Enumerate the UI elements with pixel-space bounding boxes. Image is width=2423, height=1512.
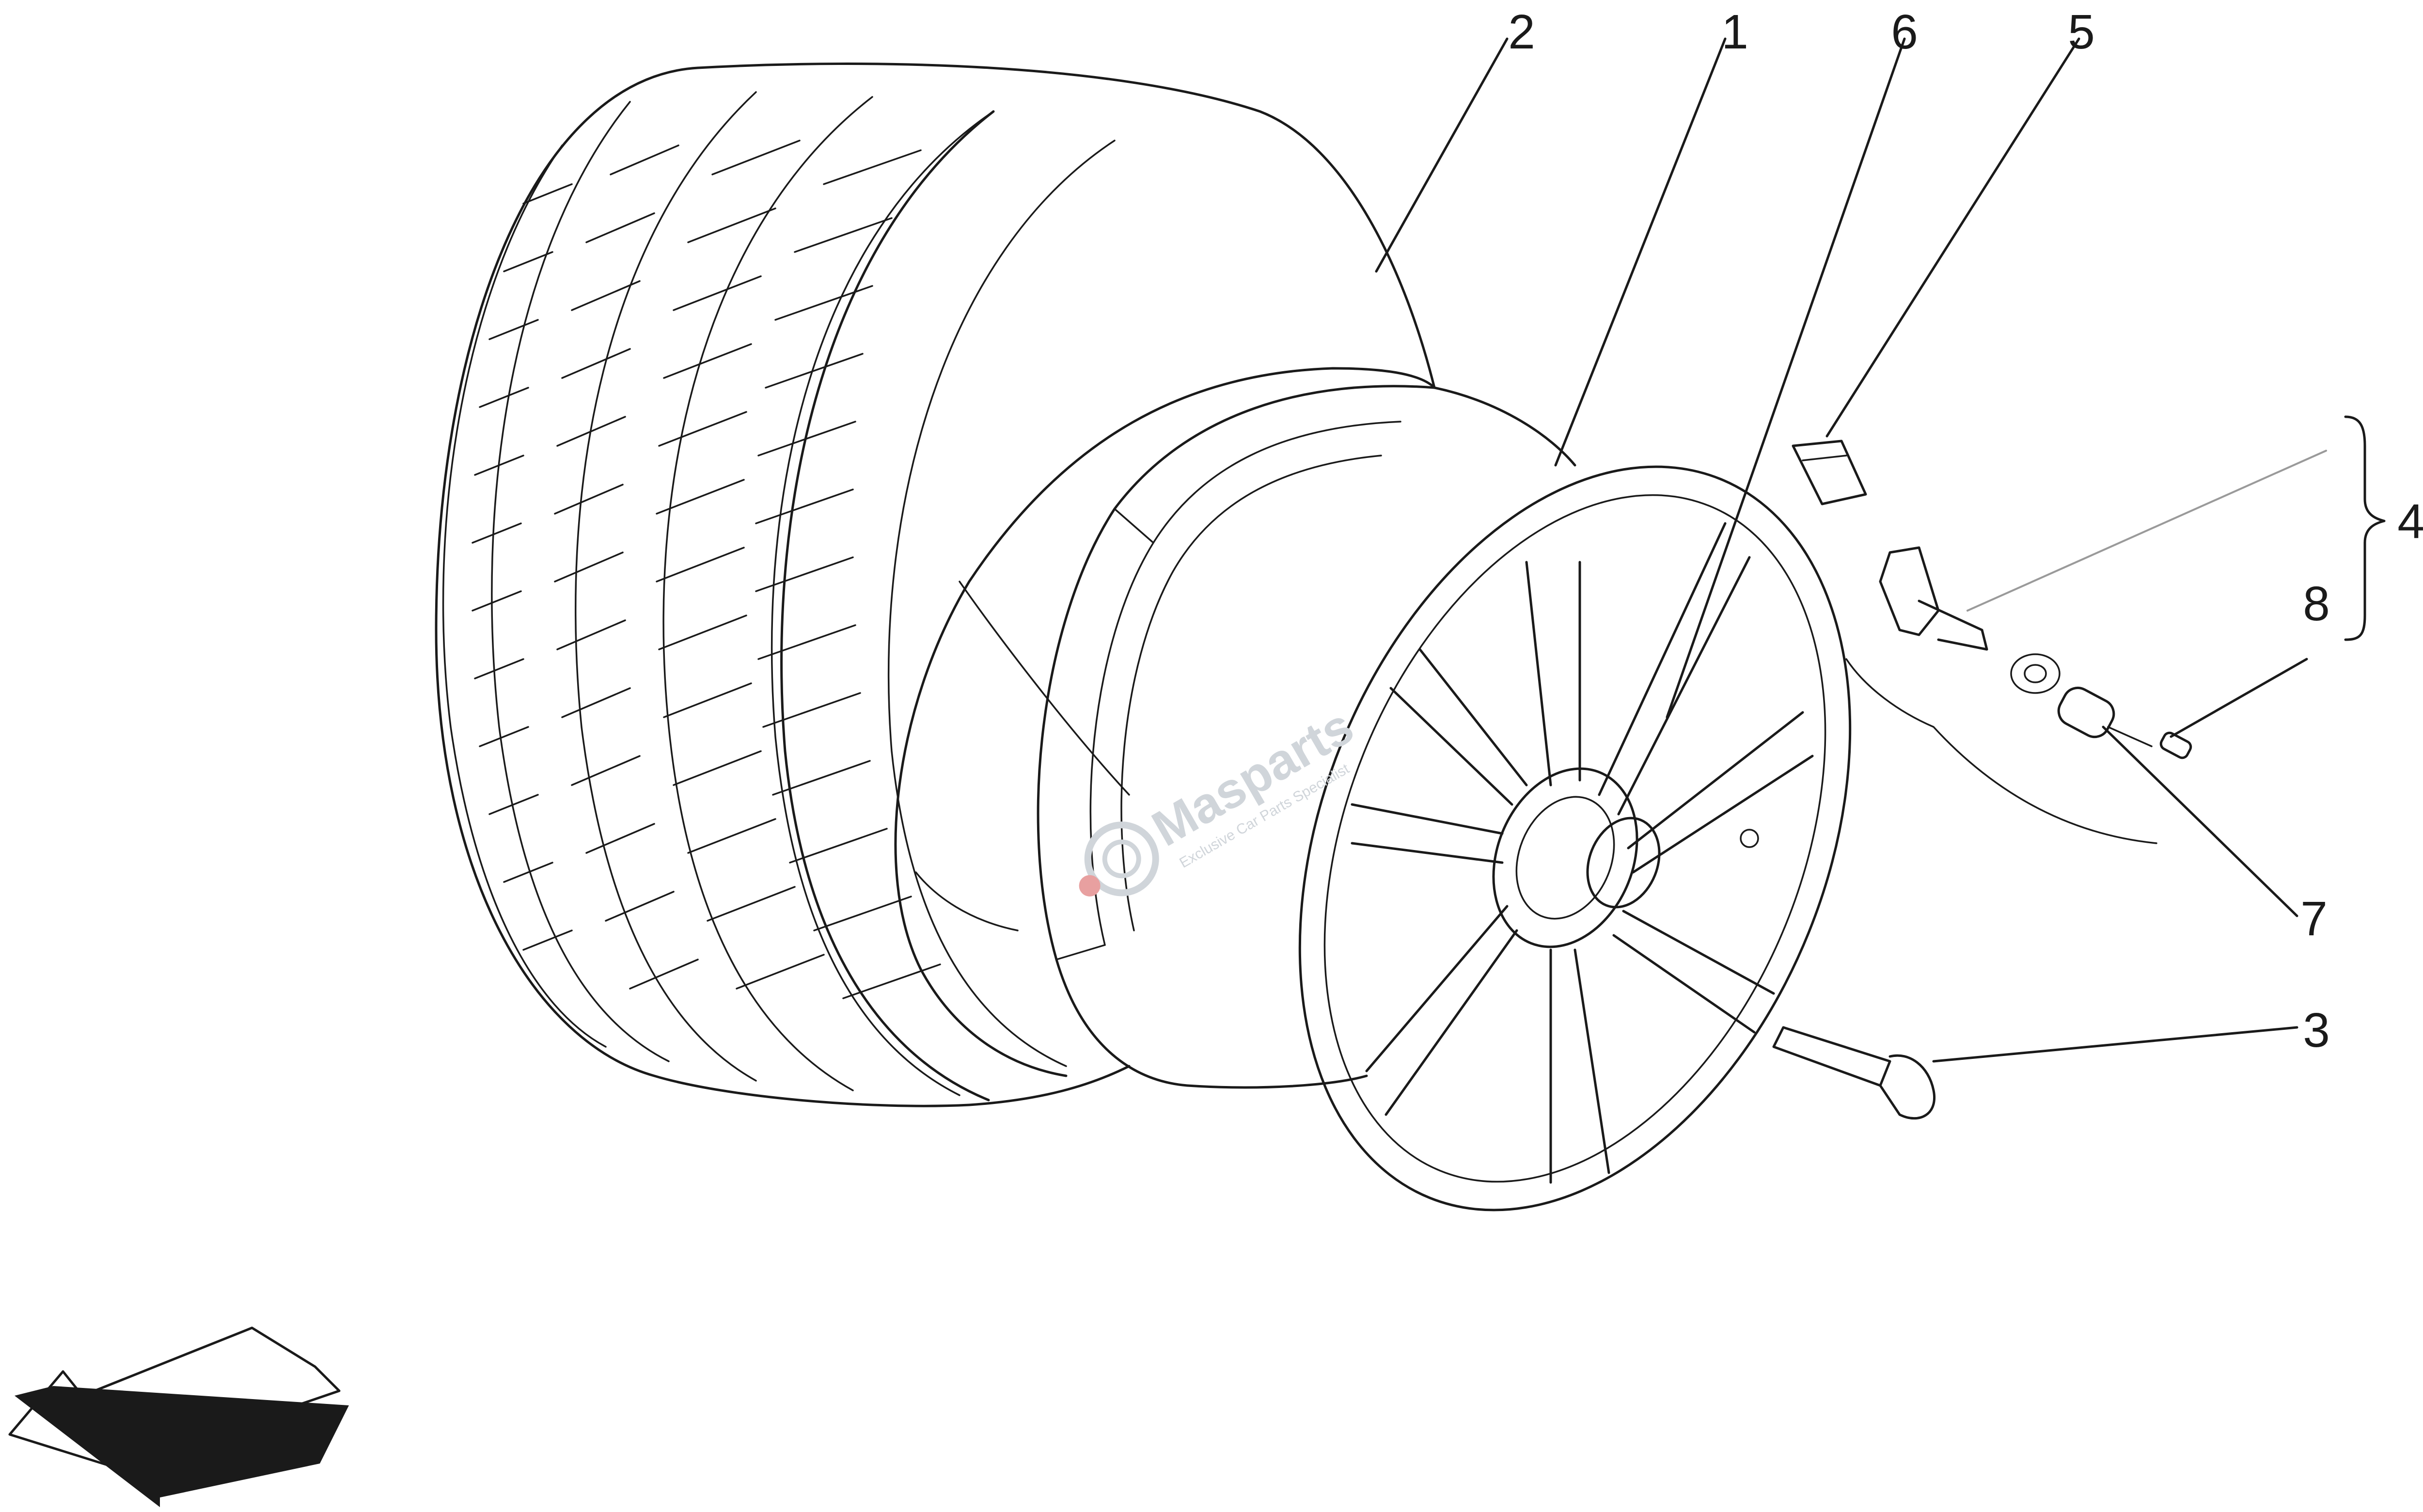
valve-cap-part xyxy=(2159,731,2192,759)
callout-1: 1 xyxy=(1721,5,1748,59)
direction-arrow-icon xyxy=(8,1326,349,1507)
callout-3: 3 xyxy=(2303,1003,2330,1057)
tyre xyxy=(435,63,1436,1107)
callout-5: 5 xyxy=(2068,5,2095,59)
callout-8: 8 xyxy=(2303,577,2330,631)
callout-labels: 2 1 6 5 4 8 7 3 xyxy=(1508,5,2423,1057)
callout-2: 2 xyxy=(1508,5,1535,59)
wheel-face xyxy=(1298,465,1852,1212)
valve-indicator-lines xyxy=(1845,658,2157,844)
wheel-bolt-part xyxy=(1772,1026,1935,1120)
leader-lines xyxy=(1375,37,2386,1063)
callout-7: 7 xyxy=(2300,892,2328,946)
rim-barrel xyxy=(1037,385,1576,1089)
tread-pattern xyxy=(472,140,941,999)
callout-4: 4 xyxy=(2397,494,2423,549)
valve-sensor-part xyxy=(1879,546,2061,694)
watermark-logo: Masparts Exclusive Car Parts Specialist xyxy=(1079,698,1363,897)
balance-weight-part xyxy=(1792,440,1867,505)
callout-6: 6 xyxy=(1891,5,1918,59)
spokes xyxy=(1351,522,1814,1184)
valve-body-part xyxy=(2057,686,2153,747)
